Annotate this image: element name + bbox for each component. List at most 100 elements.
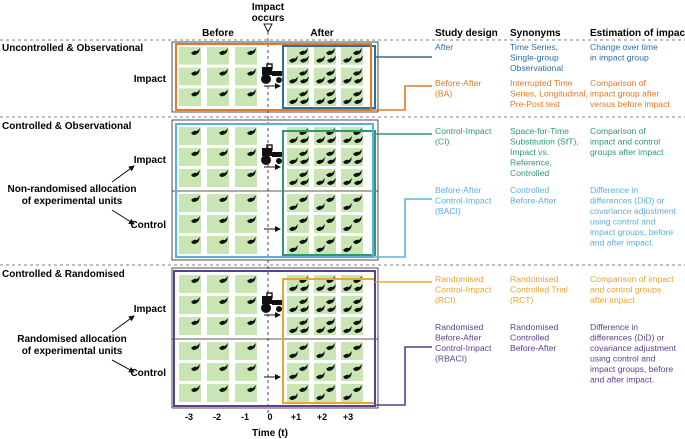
- bird-icon: [316, 351, 325, 358]
- bird-icon: [343, 136, 352, 143]
- design-estimation-line: groups after impact: [590, 147, 664, 157]
- bird-icon: [354, 305, 363, 312]
- allocation-label-nonrandom-line2: of experimental units: [22, 196, 123, 207]
- design-estimation-line: differences (DiD) or: [590, 333, 664, 343]
- experimental-plot: [207, 127, 229, 145]
- bird-icon: [343, 245, 352, 252]
- bird-icon: [300, 326, 309, 333]
- bird-icon: [247, 170, 256, 177]
- allocation-arrow-icon: [111, 165, 135, 183]
- design-synonyms-line: Before-After: [510, 196, 556, 206]
- before-label: Before: [202, 28, 234, 39]
- bird-icon: [247, 276, 256, 283]
- bird-icon: [326, 170, 335, 177]
- group-label-impact: Impact: [134, 155, 167, 166]
- bird-icon: [316, 284, 325, 291]
- panel-controlled: [171, 119, 379, 261]
- bird-icon: [316, 136, 325, 143]
- experimental-plot: [179, 88, 201, 106]
- bird-icon: [289, 178, 298, 185]
- design-synonyms-line: Space-for-Time: [510, 126, 569, 136]
- bird-icon: [353, 343, 362, 350]
- impact-occurs-line2: occurs: [252, 13, 285, 24]
- bird-icon: [326, 216, 335, 223]
- highlight-baci: [175, 123, 374, 258]
- bird-icon: [289, 224, 298, 231]
- design-synonyms-line: (RCT): [510, 295, 534, 305]
- bird-icon: [343, 326, 352, 333]
- experimental-plot: [207, 169, 229, 187]
- section-title-randomised: Controlled & Randomised: [2, 269, 125, 280]
- bird-icon: [353, 170, 362, 177]
- design-estimation-line: and after impact.: [590, 238, 654, 248]
- bird-icon: [300, 157, 309, 164]
- after-label: After: [310, 28, 333, 39]
- bird-icon: [354, 157, 363, 164]
- bird-icon: [354, 326, 363, 333]
- experimental-plot: [207, 148, 229, 166]
- panel-randomised: [171, 267, 379, 409]
- bird-icon: [191, 68, 200, 76]
- design-name-line: Before-After: [435, 185, 481, 195]
- experimental-plot: [235, 317, 257, 335]
- bird-icon: [326, 89, 335, 97]
- design-estimation-line: covariance adjustment: [590, 206, 677, 216]
- bird-icon: [300, 55, 309, 63]
- bird-icon: [191, 385, 200, 392]
- design-name-line: (BA): [435, 89, 452, 99]
- design-estimation-line: impact and control: [590, 137, 660, 147]
- bird-icon: [353, 216, 362, 223]
- bird-icon: [219, 343, 228, 350]
- experimental-plot: [314, 67, 336, 86]
- experimental-plot: [341, 47, 363, 65]
- time-tick-label: -3: [185, 412, 193, 422]
- bird-marks: [191, 48, 363, 400]
- experimental-plot: [287, 47, 309, 65]
- bird-icon: [219, 68, 228, 76]
- bird-icon: [343, 284, 352, 291]
- experimental-plot: [235, 169, 257, 187]
- bird-icon: [354, 136, 363, 143]
- design-synonyms-line: Impact vs.: [510, 147, 549, 157]
- bird-icon: [326, 343, 335, 350]
- bird-icon: [316, 55, 325, 63]
- bird-icon: [219, 195, 228, 202]
- experimental-plot: [235, 148, 257, 166]
- bird-icon: [191, 343, 200, 350]
- bird-icon: [219, 385, 228, 392]
- experimental-plot: [207, 363, 229, 381]
- group-label-impact: Impact: [134, 304, 167, 315]
- bird-icon: [353, 48, 362, 55]
- bird-icon: [327, 76, 336, 84]
- bird-icon: [353, 149, 362, 156]
- bird-icon: [343, 372, 352, 379]
- design-estimation-line: in impact group: [590, 53, 649, 63]
- bird-icon: [247, 48, 256, 55]
- design-name-line: (RBACI): [435, 354, 467, 364]
- design-synonyms-line: Interrupted Time: [510, 78, 573, 88]
- bird-icon: [219, 216, 228, 223]
- time-tick-label: +2: [317, 412, 327, 422]
- section-title-controlled: Controlled & Observational: [2, 121, 132, 132]
- connector-baci: [373, 198, 432, 258]
- bird-icon: [343, 55, 352, 63]
- design-estimation-line: Difference in: [590, 185, 638, 195]
- design-estimation-line: using control and: [590, 354, 656, 364]
- bird-icon: [247, 385, 256, 392]
- design-name-line: Control-Impact: [435, 126, 492, 136]
- bird-icon: [327, 178, 336, 185]
- bird-icon: [343, 97, 352, 104]
- bird-icon: [299, 149, 308, 156]
- design-synonyms-line: Controlled: [510, 168, 549, 178]
- bird-icon: [299, 343, 308, 350]
- connector-rbaci: [375, 346, 432, 406]
- bird-icon: [316, 97, 325, 104]
- experimental-plot: [235, 215, 257, 233]
- design-estimation-line: and control groups: [590, 285, 661, 295]
- experimental-plot: [235, 342, 257, 360]
- allocation-label-random-line1: Randomised allocation: [17, 334, 126, 345]
- bird-icon: [354, 55, 363, 63]
